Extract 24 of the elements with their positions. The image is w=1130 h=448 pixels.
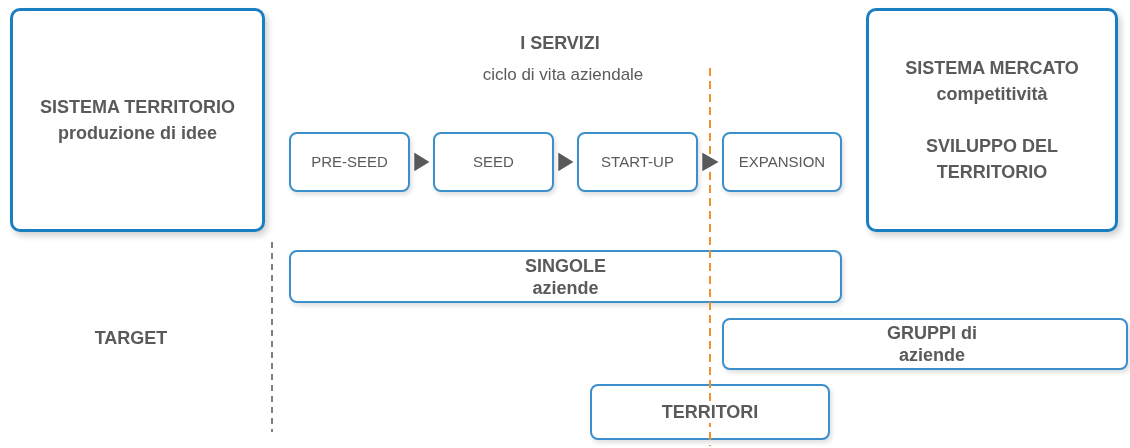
box-text: SISTEMA TERRITORIO [39,96,236,119]
title: I SERVIZI [519,32,601,55]
box-text: SVILUPPO DEL TERRITORIO [925,135,1059,184]
row-label: TARGET [93,327,169,350]
arrow [702,152,719,172]
box-text: PRE-SEED [311,151,388,172]
box-text: SISTEMA MERCATO [904,57,1080,80]
arrow [558,152,574,172]
target-box [722,318,1128,370]
system-box [866,8,1118,232]
target-box [590,384,830,440]
stage-box [577,132,698,192]
system-box [10,8,265,232]
box-text: START-UP [601,151,674,172]
stage-box [289,132,410,192]
stage-box [722,132,842,192]
target-box [289,250,842,303]
subtitle: ciclo di vita aziendale [481,64,645,86]
stage-box [433,132,554,192]
arrow [414,152,430,172]
box-text: EXPANSION [738,151,826,172]
box-text: produzione di idee [57,122,218,145]
box-text: competitività [935,83,1049,106]
box-text: SEED [473,151,514,172]
